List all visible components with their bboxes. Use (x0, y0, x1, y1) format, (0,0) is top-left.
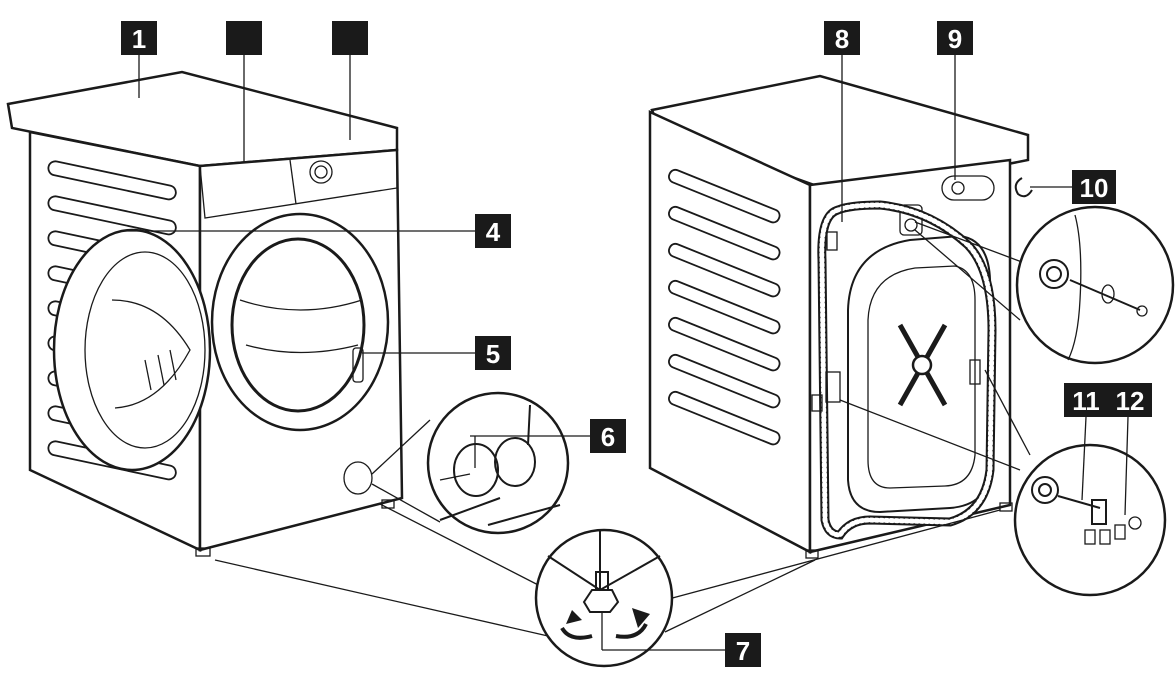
label-1-text: 1 (132, 24, 146, 54)
rear-side-vents (668, 168, 781, 446)
label-9-text: 9 (948, 24, 962, 54)
label-10: 10 (1072, 170, 1116, 204)
label-10-text: 10 (1080, 173, 1109, 203)
label-9: 9 (937, 21, 973, 55)
rear-machine (648, 74, 1033, 559)
label-4: 4 (475, 214, 511, 248)
label-8: 8 (824, 21, 860, 55)
open-door (52, 228, 212, 472)
label-7: 7 (725, 633, 761, 667)
label-11: 11 (1064, 383, 1108, 417)
filter-detail-callout (371, 391, 570, 535)
transit-bolt-detail-top (914, 205, 1175, 365)
label-6: 6 (590, 419, 626, 453)
leader-lines (120, 55, 1129, 651)
label-4-text: 4 (486, 217, 501, 247)
hose-holder (1014, 177, 1033, 198)
filter-cover (343, 461, 373, 495)
drum-opening (210, 212, 390, 432)
label-5-text: 5 (486, 339, 500, 369)
label-11-text: 11 (1072, 386, 1100, 416)
door-handle (352, 347, 364, 383)
adjustable-foot-callout (214, 503, 1001, 668)
program-knob (309, 160, 333, 184)
back-panel (808, 158, 1012, 554)
label-5: 5 (475, 336, 511, 370)
control-panel (199, 149, 398, 219)
label-1: 1 (121, 21, 157, 55)
label-7-text: 7 (736, 636, 750, 666)
label-12-text: 12 (1116, 386, 1145, 416)
transit-bolt-detail-bottom (839, 369, 1167, 597)
label-3 (332, 21, 368, 55)
power-cord-grommet (941, 175, 995, 201)
label-8-text: 8 (835, 24, 849, 54)
front-machine (6, 70, 404, 557)
label-2 (226, 21, 262, 55)
label-12: 12 (1108, 383, 1152, 417)
label-6-text: 6 (601, 422, 615, 452)
